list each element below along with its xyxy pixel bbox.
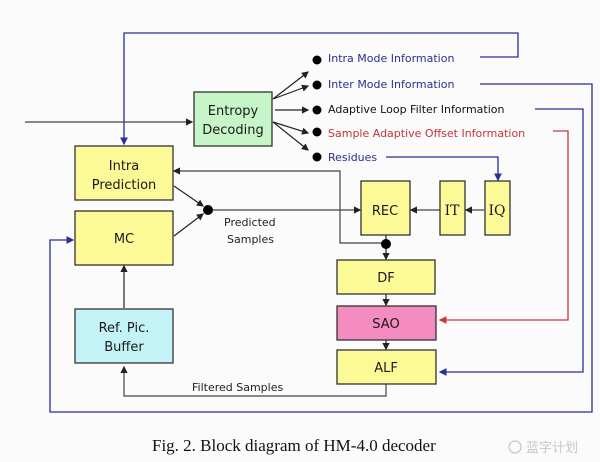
- filtered-samples-line: [120, 365, 387, 397]
- predicted-samples-label-2: Samples: [227, 233, 274, 246]
- intra-mode-line: [120, 32, 519, 146]
- svg-text:蓝字计划: 蓝字计划: [526, 441, 578, 456]
- svg-text:IT: IT: [445, 203, 461, 219]
- mc-to-junction: [173, 213, 204, 237]
- bullet-icon: [312, 152, 322, 162]
- intra-mode-info-label: Intra Mode Information: [328, 52, 454, 65]
- svg-text:REC: REC: [372, 204, 398, 219]
- iq-block: IQ: [484, 180, 511, 236]
- fan-line-1: [272, 71, 309, 100]
- svg-text:IQ: IQ: [488, 203, 505, 219]
- svg-text:Intra: Intra: [109, 159, 139, 174]
- fan-line-2: [272, 84, 310, 100]
- svg-text:MC: MC: [114, 232, 134, 247]
- inter-mode-info-label: Inter Mode Information: [328, 78, 454, 91]
- svg-text:Buffer: Buffer: [104, 340, 144, 355]
- it-block: IT: [439, 180, 466, 236]
- rec-output-junction-dot: [381, 239, 391, 249]
- weibo-icon: [508, 440, 522, 454]
- figure-caption: Fig. 2. Block diagram of HM-4.0 decoder: [152, 436, 436, 455]
- predicted-samples-label-1: Predicted: [224, 216, 276, 229]
- df-block: DF: [336, 259, 436, 295]
- intra-prediction-block: Intra Prediction: [74, 145, 174, 201]
- fan-line-4: [272, 121, 310, 135]
- mc-block: MC: [74, 210, 174, 266]
- svg-text:Entropy: Entropy: [208, 104, 259, 119]
- fan-line-5: [272, 121, 309, 151]
- bullet-icon: [312, 80, 322, 90]
- prediction-junction-dot: [203, 205, 213, 215]
- alf-info-line: [438, 108, 584, 376]
- inter-mode-line: [49, 83, 593, 413]
- residues-line: [386, 156, 502, 182]
- residues-label: Residues: [328, 151, 377, 164]
- rec-block: REC: [360, 180, 411, 236]
- svg-text:Prediction: Prediction: [92, 178, 157, 193]
- svg-text:Decoding: Decoding: [202, 123, 263, 138]
- bullet-icon: [312, 55, 322, 65]
- bullet-icon: [312, 105, 322, 115]
- sao-info-label: Sample Adaptive Offset Information: [328, 127, 525, 140]
- watermark: 蓝字计划: [508, 440, 578, 456]
- svg-text:ALF: ALF: [374, 361, 398, 376]
- svg-text:Ref. Pic.: Ref. Pic.: [99, 321, 150, 336]
- alf-info-label: Adaptive Loop Filter Information: [328, 103, 504, 116]
- rec-to-intra-line: [172, 167, 383, 244]
- ref-pic-buffer-block: Ref. Pic. Buffer: [74, 308, 174, 364]
- bullet-icon: [312, 127, 322, 137]
- alf-block: ALF: [336, 349, 437, 385]
- entropy-decoding-block: Entropy Decoding: [193, 91, 273, 147]
- sao-info-line: [438, 130, 569, 324]
- filtered-samples-label: Filtered Samples: [192, 381, 283, 394]
- svg-text:SAO: SAO: [372, 317, 399, 332]
- sao-block: SAO: [336, 305, 437, 341]
- intra-to-junction: [173, 185, 204, 207]
- svg-text:DF: DF: [377, 271, 395, 286]
